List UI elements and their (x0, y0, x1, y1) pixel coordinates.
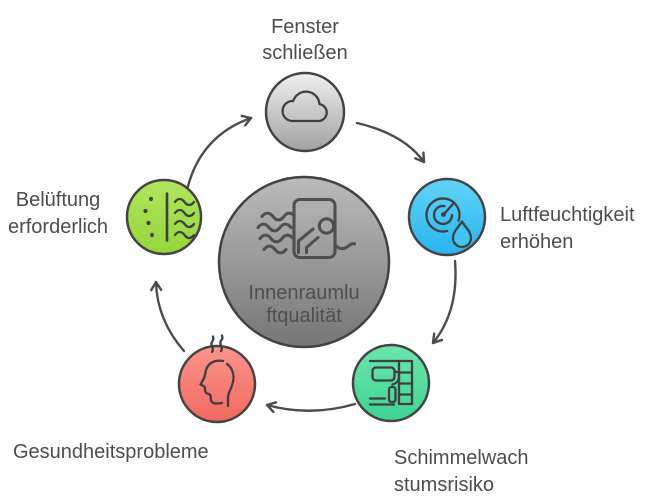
node-mold-risk: Schimmelwach stumsrisiko (351, 343, 528, 496)
node-health-problems-circle (177, 344, 257, 424)
arrow-close-windows-to-humidity (355, 121, 426, 164)
arrow-health-to-ventilation (150, 280, 186, 353)
label-increase-humidity-line1: Luftfeuchtigkeit (500, 204, 635, 226)
center-node: Innenraumlu ftqualität (217, 175, 391, 349)
arrow-ventilation-to-close-windows (185, 114, 253, 192)
label-close-windows-line2: schließen (262, 42, 348, 64)
label-health-problems-line1: Gesundheitsprobleme (13, 441, 209, 463)
node-close-windows: Fenster schließen (262, 16, 348, 153)
arrow-mold-to-health (265, 401, 357, 414)
air-filter-icon (143, 192, 196, 242)
air-through-door-icon (256, 197, 357, 260)
label-mold-risk-line2: stumsrisiko (394, 474, 494, 496)
center-label-line2: ftqualität (266, 305, 342, 327)
label-close-windows-line1: Fenster (271, 16, 339, 38)
node-ventilation: Belüftung erforderlich (8, 178, 203, 256)
node-ventilation-circle (125, 178, 203, 256)
cloud-icon (281, 90, 328, 123)
cycle-arrows (150, 114, 457, 414)
label-ventilation-line1: Belüftung (16, 189, 101, 211)
node-increase-humidity: Luftfeuchtigkeit erhöhen (407, 177, 635, 257)
label-ventilation-line2: erforderlich (8, 216, 108, 238)
node-health-problems: Gesundheitsprobleme (13, 334, 257, 463)
paint-roller-wall-icon (368, 359, 414, 406)
center-label-line1: Innenraumlu (248, 282, 359, 304)
head-odor-icon (199, 334, 235, 408)
center-node-circle (217, 175, 391, 349)
node-increase-humidity-circle (407, 177, 487, 257)
label-mold-risk-line1: Schimmelwach (394, 447, 528, 469)
node-close-windows-circle (264, 71, 346, 153)
label-increase-humidity-line2: erhöhen (500, 231, 573, 253)
node-mold-risk-circle (351, 343, 431, 423)
arrow-humidity-to-mold (431, 259, 457, 345)
humidity-gauge-droplet-icon (425, 197, 473, 249)
